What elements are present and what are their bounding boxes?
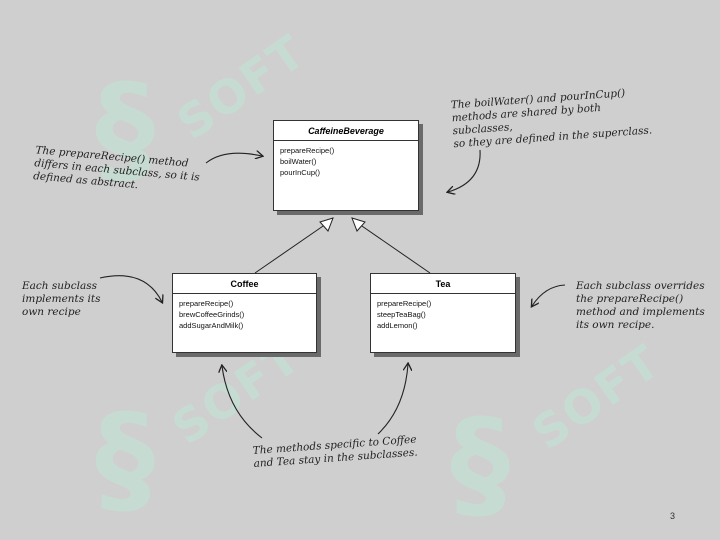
tea-inheritance-line: [358, 223, 431, 274]
method-item: brewCoffeeGrinds(): [179, 310, 245, 319]
method-item: addLemon(): [377, 321, 418, 330]
class-coffee: Coffee prepareRecipe() brewCoffeeGrinds(…: [172, 273, 317, 353]
method-item: boilWater(): [280, 157, 317, 166]
note-arrow-bottom-left: [222, 366, 263, 439]
class-tea: Tea prepareRecipe() steepTeaBag() addLem…: [370, 273, 516, 353]
class-caffeine-beverage: CaffeineBeverage prepareRecipe() boilWat…: [273, 120, 419, 211]
method-item: prepareRecipe(): [377, 299, 432, 308]
coffee-inheritance-line: [254, 223, 327, 274]
note-arrow-top-right: [448, 149, 481, 192]
note-subclass-overrides: Each subclass overrides the prepareRecip…: [576, 280, 705, 331]
method-list: prepareRecipe() boilWater() pourInCup(): [274, 141, 418, 182]
note-arrow-bottom-right: [377, 364, 408, 435]
class-name: CaffeineBeverage: [274, 121, 418, 141]
tea-inheritance-arrowhead: [351, 217, 366, 232]
page-number: 3: [670, 511, 676, 521]
class-name: Tea: [371, 274, 515, 294]
method-item: addSugarAndMilk(): [179, 321, 244, 330]
note-arrow-right: [532, 284, 566, 306]
method-list: prepareRecipe() brewCoffeeGrinds() addSu…: [173, 294, 316, 335]
note-arrow-top-left: [205, 153, 262, 164]
class-name: Coffee: [173, 274, 316, 294]
method-item: prepareRecipe(): [179, 299, 234, 308]
method-item: prepareRecipe(): [280, 146, 335, 155]
note-arrow-left: [99, 275, 162, 302]
method-item: steepTeaBag(): [377, 310, 426, 319]
method-item: pourInCup(): [280, 168, 321, 177]
method-list: prepareRecipe() steepTeaBag() addLemon(): [371, 294, 515, 335]
note-subclass-implements: Each subclass implements its own recipe: [22, 280, 101, 318]
coffee-inheritance-arrowhead: [319, 217, 334, 232]
